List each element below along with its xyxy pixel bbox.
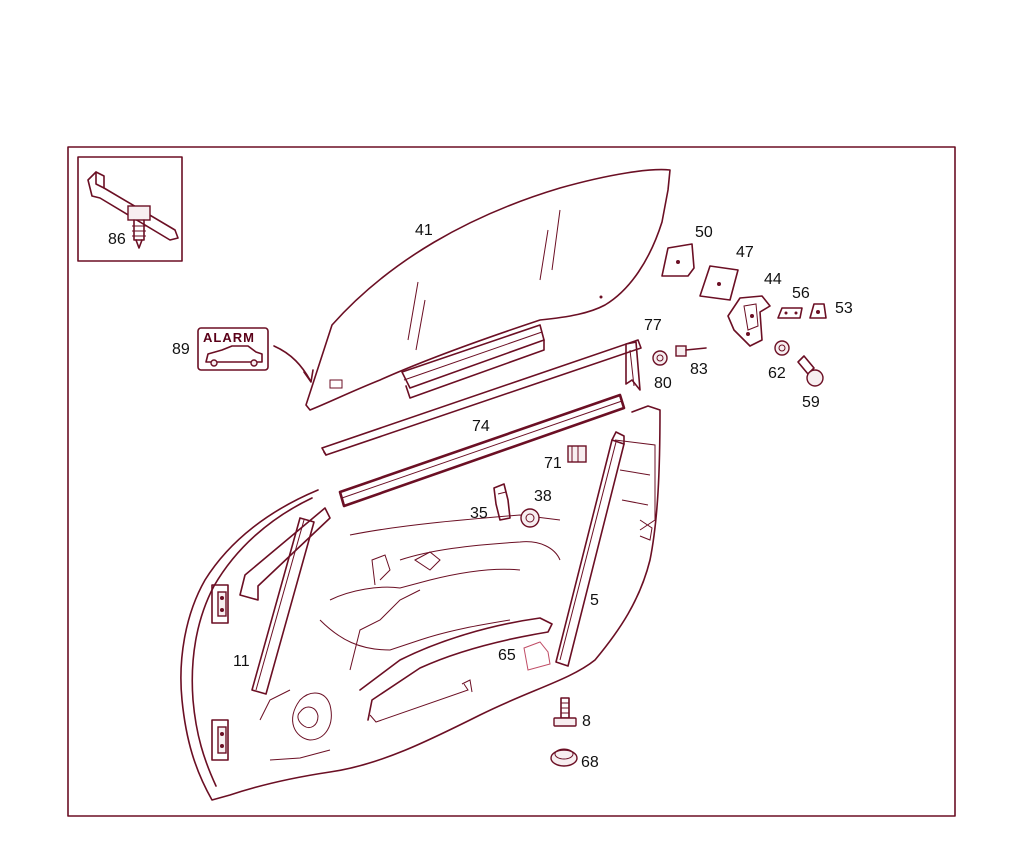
door-shell (180, 405, 661, 801)
belt-trim-strip (321, 339, 642, 456)
part-47-plate (699, 265, 739, 301)
callout-74: 74 (472, 418, 490, 435)
callout-35: 35 (470, 505, 488, 522)
callout-38: 38 (534, 488, 552, 505)
alarm-sticker-text: ALARM (203, 330, 255, 345)
callout-50: 50 (695, 224, 713, 241)
part-71-clip (567, 445, 587, 463)
callout-71: 71 (544, 455, 562, 472)
callout-86: 86 (108, 231, 126, 248)
diagram-frame (67, 146, 956, 817)
rear-window-guide-11 (251, 517, 315, 695)
callout-47: 47 (736, 244, 754, 261)
part-65-pad (523, 641, 551, 671)
callout-80: 80 (654, 375, 672, 392)
alarm-sticker: ALARM (197, 327, 269, 371)
callout-62: 62 (768, 365, 786, 382)
front-window-guide-5 (555, 431, 625, 667)
window-glass (305, 168, 671, 411)
lower-hinge (211, 719, 229, 761)
callout-65: 65 (498, 647, 516, 664)
callout-68: 68 (581, 754, 599, 771)
callout-77: 77 (644, 317, 662, 334)
part-8-bolt (553, 697, 577, 727)
inset-part-86 (77, 156, 183, 262)
part-38-nut (520, 508, 540, 528)
callout-41: 41 (415, 222, 433, 239)
part-53-clip (809, 303, 827, 319)
part-68-cap (550, 748, 578, 767)
part-56-clip (777, 307, 803, 319)
callout-5: 5 (590, 592, 599, 609)
part-50-bracket (661, 243, 695, 277)
callout-59: 59 (802, 394, 820, 411)
part-62-washer (774, 340, 790, 356)
upper-hinge (211, 584, 229, 624)
callout-89: 89 (172, 341, 190, 358)
callout-53: 53 (835, 300, 853, 317)
part-83-pin (675, 345, 707, 357)
callout-8: 8 (582, 713, 591, 730)
callout-11: 11 (233, 653, 250, 670)
inner-belt-seal (338, 393, 626, 508)
part-80-washer (652, 350, 668, 366)
callout-56: 56 (792, 285, 810, 302)
part-44-bracket (727, 295, 771, 347)
part-59-bolt (797, 355, 824, 387)
part-35-clip (493, 483, 511, 521)
callout-44: 44 (764, 271, 782, 288)
part-77-bracket (625, 341, 641, 391)
callout-83: 83 (690, 361, 708, 378)
alarm-arrow (273, 345, 311, 381)
